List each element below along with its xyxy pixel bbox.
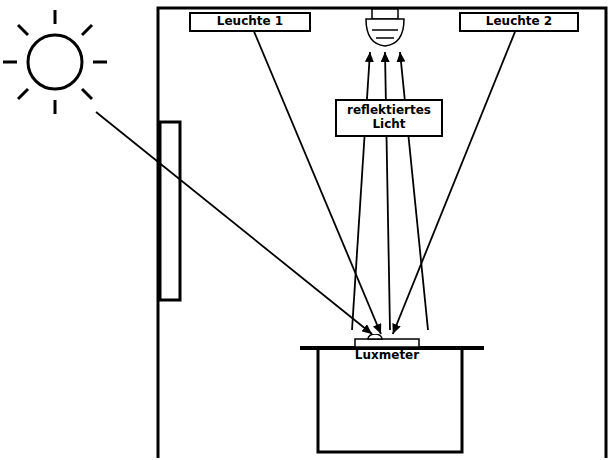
label-box: reflektiertes Licht — [335, 99, 443, 137]
light-ray-arrow — [393, 32, 515, 334]
sunlight-ray — [96, 112, 372, 334]
luminaire-box: Leuchte 2 — [459, 12, 579, 32]
node-label: Leuchte 2 — [465, 15, 573, 29]
connector-group — [254, 32, 515, 334]
node-label: reflektiertes Licht — [345, 104, 433, 132]
luminaire-box: Leuchte 1 — [189, 12, 311, 32]
light-rays — [96, 52, 428, 334]
node-label: Luxmeter — [344, 349, 430, 363]
table — [300, 348, 484, 452]
luxmeter-device: Luxmeter — [344, 334, 430, 363]
luxmeter-symbol — [344, 334, 430, 348]
window — [160, 122, 180, 300]
sun-symbol — [3, 10, 107, 114]
reflected-ray — [385, 52, 390, 330]
light-ray-arrow — [254, 32, 381, 334]
reflected-ray — [400, 52, 428, 330]
room-walls — [158, 8, 606, 458]
luxmeter-sensor — [368, 334, 382, 339]
node-label: Leuchte 1 — [195, 15, 305, 29]
luxmeter-body — [355, 339, 419, 347]
ceiling-sensor — [366, 9, 404, 46]
